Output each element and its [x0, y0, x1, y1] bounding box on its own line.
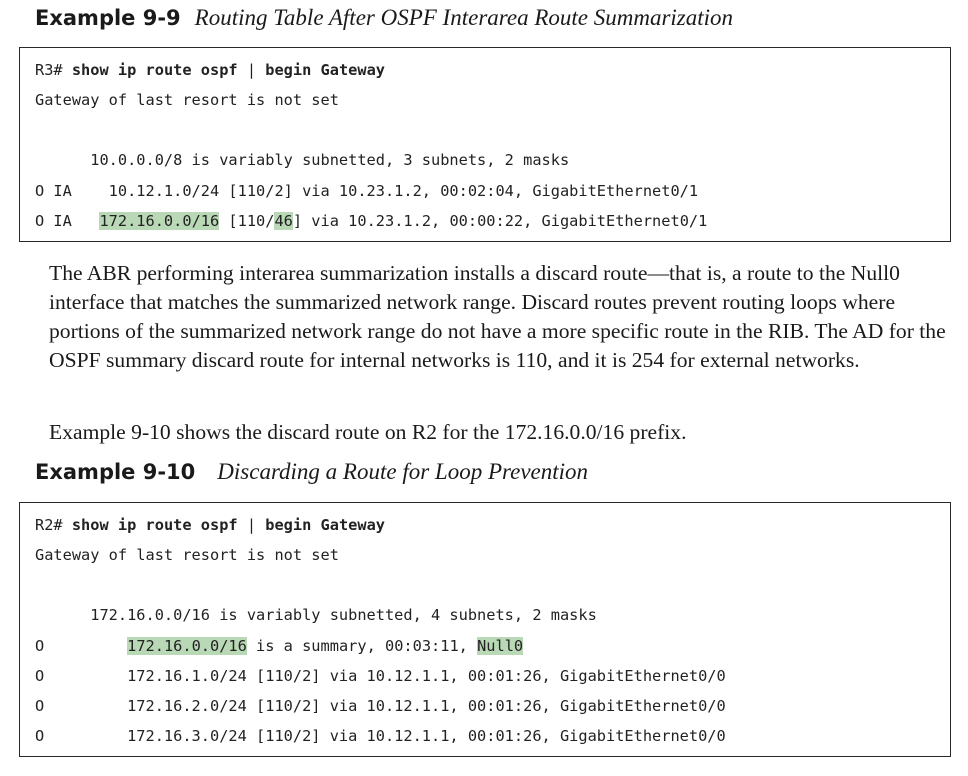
code-line: Gateway of last resort is not set [35, 91, 339, 109]
route-text: is a summary, 00:03:11, [246, 637, 478, 655]
filter-text: begin Gateway [265, 516, 385, 534]
code-line: 10.0.0.0/8 is variably subnetted, 3 subn… [35, 151, 570, 169]
code-line-command: R2# show ip route ospf | begin Gateway [35, 515, 385, 535]
highlighted-metric: 46 [274, 212, 293, 230]
example-9-9-heading: Example 9-9 Routing Table After OSPF Inte… [35, 5, 733, 31]
code-line: 172.16.0.0/16 is variably subnetted, 4 s… [35, 606, 597, 624]
route-code: O IA [35, 212, 100, 230]
highlighted-interface: Null0 [477, 637, 524, 655]
code-line: Gateway of last resort is not set [35, 546, 339, 564]
body-paragraph: The ABR performing interarea summarizati… [49, 261, 946, 372]
body-paragraph: Example 9-10 shows the discard route on … [49, 420, 687, 444]
example-title: Routing Table After OSPF Interarea Route… [194, 5, 734, 30]
highlighted-prefix: 172.16.0.0/16 [127, 637, 247, 655]
route-text: [110/ [219, 212, 275, 230]
command-text: show ip route ospf [71, 516, 238, 534]
prompt: R2# [35, 516, 72, 534]
prompt: R3# [35, 61, 72, 79]
filter-text: begin Gateway [265, 61, 385, 79]
code-box-example-9-9: R3# show ip route ospf | begin Gateway G… [19, 47, 951, 242]
code-box-example-9-10: R2# show ip route ospf | begin Gateway G… [19, 502, 951, 757]
example-9-10-heading: Example 9-10 Discarding a Route for Loop … [35, 459, 588, 485]
code-line: O 172.16.3.0/24 [110/2] via 10.12.1.1, 0… [35, 727, 726, 745]
code-line-highlighted: O IA 172.16.0.0/16 [110/46] via 10.23.1.… [35, 211, 707, 231]
code-line-highlighted: O 172.16.0.0/16 is a summary, 00:03:11, … [35, 636, 524, 656]
highlighted-prefix: 172.16.0.0/16 [99, 212, 220, 230]
command-text: show ip route ospf [71, 61, 238, 79]
code-line: O 172.16.2.0/24 [110/2] via 10.12.1.1, 0… [35, 697, 726, 715]
example-title: Discarding a Route for Loop Prevention [217, 459, 589, 484]
pipe: | [237, 516, 266, 534]
code-line: O IA 10.12.1.0/24 [110/2] via 10.23.1.2,… [35, 182, 699, 200]
pipe: | [237, 61, 266, 79]
code-line: O 172.16.1.0/24 [110/2] via 10.12.1.1, 0… [35, 667, 726, 685]
code-line-command: R3# show ip route ospf | begin Gateway [35, 60, 385, 80]
example-number: Example 9-9 [35, 6, 181, 30]
route-text: ] via 10.23.1.2, 00:00:22, GigabitEthern… [292, 212, 708, 230]
route-code: O [35, 637, 128, 655]
example-number: Example 9-10 [35, 460, 196, 484]
